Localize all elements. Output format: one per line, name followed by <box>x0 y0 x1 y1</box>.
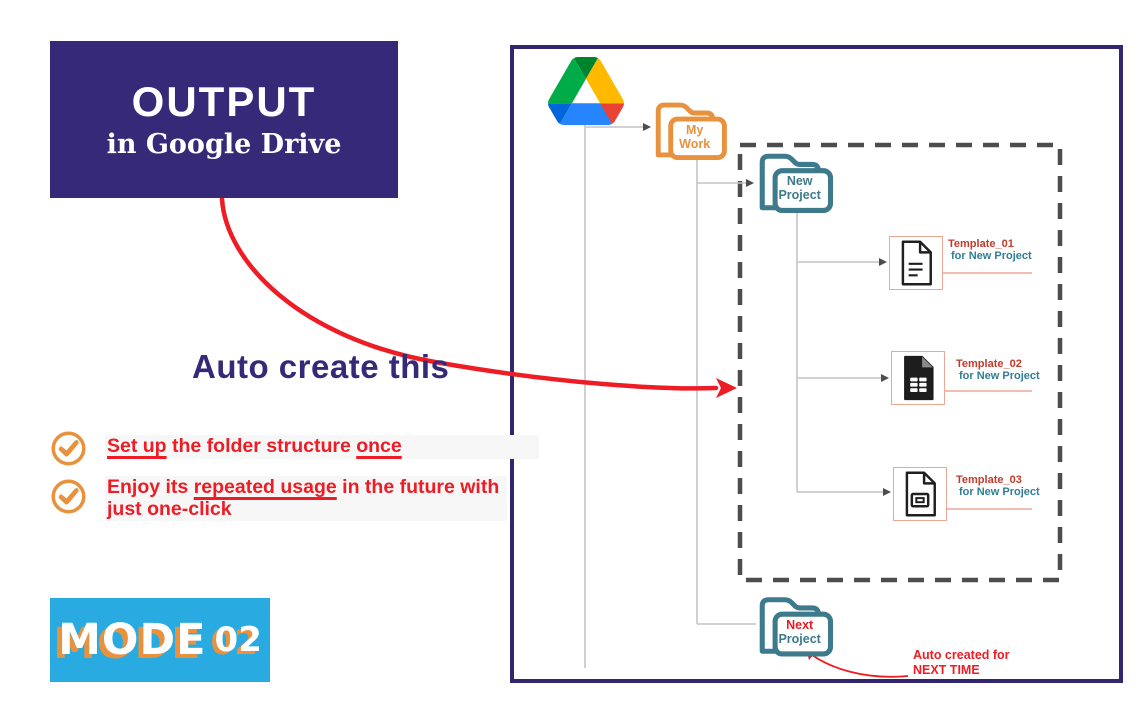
template-title: Template_03 <box>956 474 1022 486</box>
template-02-label: Template_02 for New Project <box>956 358 1040 382</box>
template-01-card <box>889 236 943 290</box>
folder-next-project: Next Project <box>756 593 834 658</box>
folder-next-project-label: Next Project <box>771 618 829 646</box>
folder-label-line: Next <box>786 617 814 632</box>
folder-label-line: New <box>786 174 813 189</box>
template-subtitle: for New Project <box>959 486 1040 498</box>
bullet1-underlined-1: Set up <box>107 435 167 457</box>
bullet-repeated-usage: Enjoy its repeated usage in the future w… <box>105 476 507 521</box>
auto-create-heading: Auto create this <box>192 348 450 385</box>
template-01-label: Template_01 for New Project <box>948 238 1032 262</box>
mode-badge: MODE 02 <box>50 598 270 682</box>
template-title: Template_02 <box>956 358 1022 370</box>
mode-badge-word: MODE <box>58 615 207 665</box>
folder-icon <box>759 153 834 214</box>
folder-my-work: My Work <box>651 99 729 161</box>
bullet1-plain: the folder structure <box>166 435 357 457</box>
output-title: OUTPUT <box>131 77 317 125</box>
folder-new-project: New Project <box>756 150 834 214</box>
template-02-card <box>891 351 945 405</box>
folder-my-work-label: My Work <box>666 123 724 151</box>
bullet2-plain-2: in the future with just one-click <box>107 476 500 520</box>
output-subtitle: in Google Drive <box>106 128 342 160</box>
folder-new-project-label: New Project <box>771 174 829 202</box>
check-circle-icon <box>51 479 86 514</box>
bullet1-underlined-2: once <box>356 435 402 457</box>
folder-icon <box>655 102 727 161</box>
document-file-icon <box>901 240 932 286</box>
output-box: OUTPUT in Google Drive <box>50 41 398 198</box>
spreadsheet-file-icon <box>904 355 934 401</box>
check-circle-icon <box>51 431 86 466</box>
presentation-file-icon <box>905 471 936 517</box>
template-title: Template_01 <box>948 238 1014 250</box>
annotation-line: Auto created for <box>913 648 1010 662</box>
folder-label-line: Project <box>778 631 821 646</box>
annotation-line: NEXT TIME <box>913 662 980 677</box>
mode-badge-number: 02 <box>214 620 262 660</box>
bullet-setup-once: Set up the folder structure once <box>105 435 539 459</box>
template-03-card <box>893 467 947 521</box>
next-time-annotation: Auto created for NEXT TIME <box>913 648 1010 677</box>
folder-icon <box>759 597 834 657</box>
folder-label-line: Work <box>679 136 711 151</box>
template-03-label: Template_03 for New Project <box>956 474 1040 498</box>
bullet2-plain-1: Enjoy its <box>107 476 194 498</box>
template-subtitle: for New Project <box>951 250 1032 262</box>
folder-label-line: Project <box>778 188 821 203</box>
folder-label-line: My <box>685 122 704 137</box>
google-drive-icon <box>548 57 624 125</box>
template-subtitle: for New Project <box>959 370 1040 382</box>
bullet2-underlined: repeated usage <box>193 476 337 498</box>
